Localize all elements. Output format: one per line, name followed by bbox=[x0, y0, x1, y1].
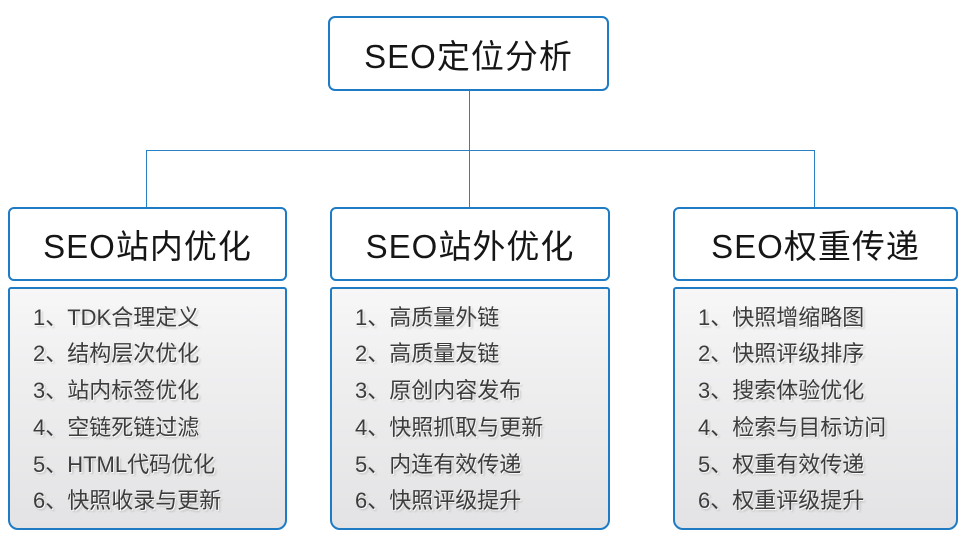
connector-drop-left bbox=[146, 150, 147, 208]
branch-offsite-optimization: SEO站外优化 1、高质量外链 2、高质量友链 3、原创内容发布 4、快照抓取与… bbox=[330, 207, 610, 530]
branch-item-list: 1、快照增缩略图 2、快照评级排序 3、搜索体验优化 4、检索与目标访问 5、权… bbox=[673, 287, 958, 530]
list-item: 5、内连有效传递 bbox=[355, 451, 522, 477]
branch-title: SEO站内优化 bbox=[43, 228, 252, 265]
branch-onsite-optimization: SEO站内优化 1、TDK合理定义 2、结构层次优化 3、站内标签优化 4、空链… bbox=[8, 207, 287, 530]
list-item: 2、快照评级排序 bbox=[698, 341, 865, 367]
branch-header: SEO权重传递 bbox=[673, 207, 958, 281]
list-item: 1、快照增缩略图 bbox=[698, 304, 865, 330]
branch-header: SEO站内优化 bbox=[8, 207, 287, 281]
list-item: 4、检索与目标访问 bbox=[698, 414, 887, 440]
list-item: 4、空链死链过滤 bbox=[33, 414, 200, 440]
connector-drop-middle bbox=[469, 150, 470, 208]
root-node: SEO定位分析 bbox=[328, 16, 609, 91]
branch-item-list: 1、TDK合理定义 2、结构层次优化 3、站内标签优化 4、空链死链过滤 5、H… bbox=[8, 287, 287, 530]
branch-header: SEO站外优化 bbox=[330, 207, 610, 281]
list-item: 3、搜索体验优化 bbox=[698, 378, 865, 404]
branch-title: SEO权重传递 bbox=[711, 228, 920, 265]
branch-weight-transfer: SEO权重传递 1、快照增缩略图 2、快照评级排序 3、搜索体验优化 4、检索与… bbox=[673, 207, 958, 530]
branch-title: SEO站外优化 bbox=[365, 228, 575, 265]
list-item: 6、快照收录与更新 bbox=[33, 488, 222, 514]
connector-root-stub bbox=[469, 90, 470, 151]
list-item: 4、快照抓取与更新 bbox=[355, 414, 544, 440]
list-item: 6、权重评级提升 bbox=[698, 488, 865, 514]
connector-drop-right bbox=[814, 150, 815, 208]
branch-item-list: 1、高质量外链 2、高质量友链 3、原创内容发布 4、快照抓取与更新 5、内连有… bbox=[330, 287, 610, 530]
list-item: 1、TDK合理定义 bbox=[33, 304, 200, 330]
list-item: 3、站内标签优化 bbox=[33, 378, 200, 404]
list-item: 2、结构层次优化 bbox=[33, 341, 200, 367]
root-title: SEO定位分析 bbox=[364, 37, 573, 75]
list-item: 5、权重有效传递 bbox=[698, 451, 865, 477]
list-item: 1、高质量外链 bbox=[355, 304, 500, 330]
list-item: 5、HTML代码优化 bbox=[33, 451, 216, 477]
connector-horizontal bbox=[146, 150, 815, 151]
list-item: 2、高质量友链 bbox=[355, 341, 500, 367]
list-item: 6、快照评级提升 bbox=[355, 488, 522, 514]
list-item: 3、原创内容发布 bbox=[355, 378, 522, 404]
